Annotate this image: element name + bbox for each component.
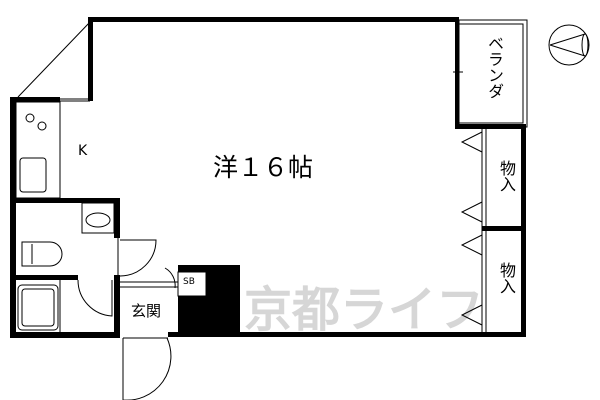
shoe-box-label: SB (183, 277, 195, 287)
room-label-balcony: ベランダ (485, 35, 504, 99)
room-label-main: 洋１６帖 (213, 153, 314, 182)
toilet-icon (21, 241, 63, 267)
door-swing (77, 279, 113, 317)
room-label-closet: 物入 (497, 160, 516, 192)
stove-burner-icon (25, 113, 35, 123)
stove-burner-icon (37, 121, 47, 131)
room-label-closet: 物入 (497, 262, 516, 294)
washbasin (81, 202, 115, 234)
entrance-door-swing (122, 337, 172, 400)
room-label-entrance: 玄関 (131, 302, 162, 320)
shoe-box (177, 271, 207, 297)
room-label-kitchen: K (78, 143, 88, 159)
sink-icon (19, 157, 47, 193)
watermark-logo: 京都ライフ (244, 282, 484, 338)
closet-door-icon (460, 131, 483, 153)
kitchen-counter (15, 101, 61, 199)
angled-wall (17, 21, 91, 98)
bathtub-icon (17, 284, 59, 331)
door-swing (119, 239, 157, 277)
walls (10, 17, 526, 338)
washbasin-icon (85, 212, 111, 228)
north-arrow-icon (548, 24, 590, 66)
